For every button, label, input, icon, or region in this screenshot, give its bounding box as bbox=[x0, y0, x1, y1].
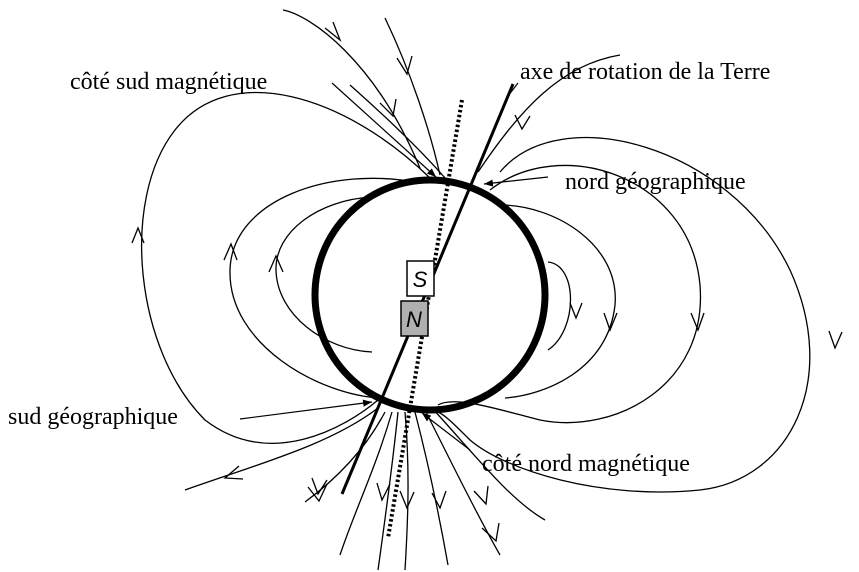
pointer-rotation-axis bbox=[507, 82, 519, 97]
arrow-top-2 bbox=[379, 98, 397, 118]
arrow-bottom-1 bbox=[307, 483, 328, 503]
arrow-right-outer bbox=[690, 312, 705, 332]
field-line-left-bottom-outer bbox=[184, 407, 379, 491]
arrow-left-outer bbox=[131, 226, 145, 244]
field-line-right-outer bbox=[437, 164, 702, 424]
arrow-left-inner bbox=[268, 254, 284, 273]
label-north-magnetic-side: côté nord magnétique bbox=[482, 451, 690, 477]
pointer-geo-south bbox=[239, 399, 373, 420]
arrow-bottom-left-outer bbox=[223, 465, 244, 480]
field-line-bottom-1 bbox=[304, 411, 386, 503]
field-line-bottom-3 bbox=[377, 411, 399, 571]
earth-circle bbox=[311, 176, 549, 414]
label-rotation-axis: axe de rotation de la Terre bbox=[520, 59, 770, 85]
label-pointers bbox=[239, 82, 549, 451]
field-lines-left bbox=[140, 9, 431, 491]
field-lines-right bbox=[437, 54, 811, 493]
field-line-bottom-5 bbox=[414, 411, 449, 566]
bar-magnet: S N bbox=[400, 260, 435, 337]
arrow-right-big bbox=[828, 330, 843, 350]
arrow-right-middle bbox=[603, 312, 618, 332]
field-line-right-top bbox=[477, 54, 621, 173]
magnet-south-pole bbox=[406, 260, 435, 297]
arrow-top-1 bbox=[396, 55, 413, 76]
arrow-bottom-3 bbox=[376, 482, 391, 502]
magnet-north-pole bbox=[400, 300, 429, 337]
field-line-right-big bbox=[437, 136, 811, 493]
label-geographic-south: sud géographique bbox=[8, 404, 178, 430]
arrow-right-inner bbox=[569, 302, 583, 320]
field-line-bottom-6 bbox=[424, 409, 501, 556]
field-line-right-inner bbox=[547, 261, 572, 351]
pointer-north-magnetic bbox=[421, 412, 471, 451]
text-labels: côté sud magnétique axe de rotation de l… bbox=[8, 59, 770, 477]
arrow-bottom-2 bbox=[311, 477, 328, 496]
field-line-left-outer bbox=[140, 91, 431, 444]
field-line-left-middle bbox=[229, 177, 421, 399]
arrow-right-top bbox=[514, 114, 531, 131]
label-geographic-north: nord géographique bbox=[565, 169, 746, 195]
field-line-top-2 bbox=[349, 84, 446, 179]
arrow-left-big bbox=[324, 21, 342, 43]
label-south-magnetic-side: côté sud magnétique bbox=[70, 69, 267, 95]
magnet-south-letter: S bbox=[413, 267, 428, 292]
field-arrows bbox=[131, 21, 843, 543]
pointer-south-magnetic bbox=[331, 82, 437, 178]
field-line-left-big bbox=[282, 9, 421, 169]
arrow-bottom-6 bbox=[473, 485, 489, 506]
field-line-right-middle bbox=[499, 204, 616, 399]
arrow-bottom-7 bbox=[481, 522, 500, 543]
field-line-bottom-2 bbox=[339, 411, 393, 556]
field-line-top-1 bbox=[384, 17, 441, 176]
field-lines-top bbox=[349, 17, 446, 179]
field-line-bottom-7 bbox=[431, 407, 546, 521]
magnet-north-letter: N bbox=[406, 307, 422, 332]
arrow-bottom-5 bbox=[431, 490, 447, 510]
pointer-geo-north bbox=[483, 176, 549, 187]
arrow-bottom-4 bbox=[399, 490, 415, 510]
arrow-left-middle bbox=[223, 242, 238, 261]
field-line-left-inner bbox=[275, 196, 373, 353]
field-lines-bottom bbox=[304, 407, 546, 571]
